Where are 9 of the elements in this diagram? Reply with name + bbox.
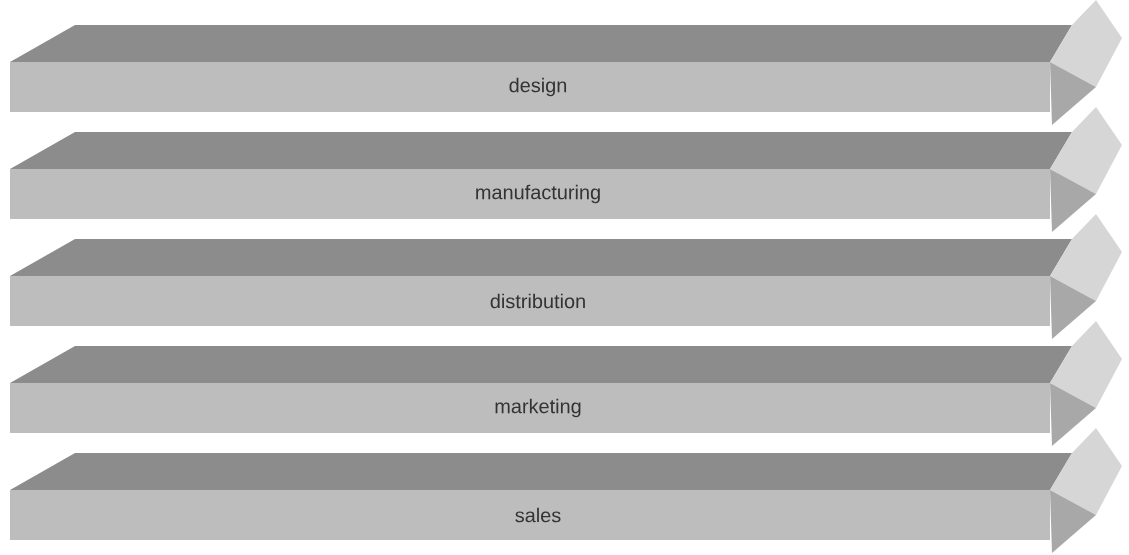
arrow-band: distribution [10, 214, 1122, 339]
arrow-band: marketing [10, 321, 1122, 446]
node-label: distribution [490, 293, 585, 309]
arrow-band: manufacturing [10, 107, 1122, 232]
node-label: marketing [495, 398, 581, 418]
arrow-band: sales [10, 428, 1122, 553]
node-label: manufacturing [476, 184, 600, 204]
arrow-band: design [10, 0, 1122, 125]
node-label: sales [515, 507, 561, 523]
